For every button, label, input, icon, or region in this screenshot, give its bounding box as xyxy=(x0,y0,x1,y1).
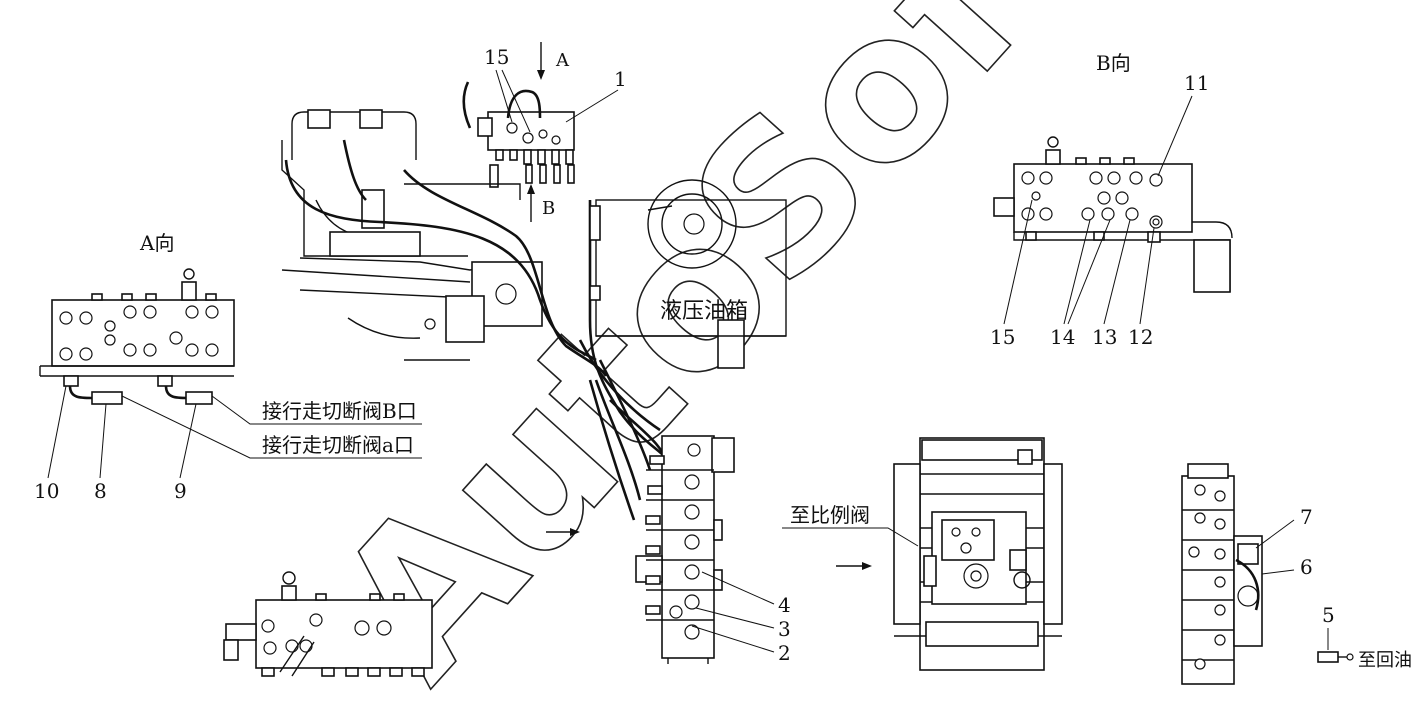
callout-5: 5 xyxy=(1322,603,1335,627)
tank-label: 液压油箱 xyxy=(660,299,748,324)
main-control-valve-front xyxy=(893,437,1063,671)
arrow-view-b: B xyxy=(527,184,555,222)
hydraulic-tank: 液压油箱 xyxy=(589,179,787,369)
view-a-block xyxy=(39,268,235,405)
callout-3: 3 xyxy=(778,617,791,641)
callout-14: 14 xyxy=(1050,325,1075,349)
main-control-valve-side xyxy=(1181,463,1263,685)
callout-15-b: 15 xyxy=(990,325,1015,349)
operator-cab-assembly xyxy=(281,109,543,361)
callout-1: 1 xyxy=(614,67,627,91)
callout-11: 11 xyxy=(1184,71,1209,95)
callout-12: 12 xyxy=(1128,325,1153,349)
to-cutoff-a-label: 接行走切断阀a口 xyxy=(262,433,414,457)
callout-13: 13 xyxy=(1092,325,1117,349)
callout-6: 6 xyxy=(1300,555,1313,579)
callout-15-top: 15 xyxy=(484,45,509,69)
view-a-title: A向 xyxy=(139,231,174,255)
view-b-title: B向 xyxy=(1096,51,1131,75)
to-return-label: 至回油 xyxy=(1358,650,1412,671)
callout-8: 8 xyxy=(94,479,107,503)
callout-2: 2 xyxy=(778,641,791,665)
callout-4: 4 xyxy=(778,593,791,617)
arrow-b-label: B xyxy=(542,198,555,219)
pilot-valve-block-side xyxy=(223,571,433,677)
return-fitting xyxy=(1317,651,1354,663)
callout-9: 9 xyxy=(174,479,187,503)
arrow-view-a: A xyxy=(537,42,570,80)
pilot-hose-bundle xyxy=(284,139,674,521)
to-proportional-label: 至比例阀 xyxy=(790,503,870,527)
pilot-valve-block-top xyxy=(462,81,575,188)
callout-10: 10 xyxy=(34,479,59,503)
callout-7: 7 xyxy=(1300,505,1313,529)
view-b-block xyxy=(993,136,1233,293)
to-cutoff-b-label: 接行走切断阀B口 xyxy=(262,399,417,423)
main-control-valve-center xyxy=(635,435,735,664)
arrow-a-label: A xyxy=(555,50,570,71)
